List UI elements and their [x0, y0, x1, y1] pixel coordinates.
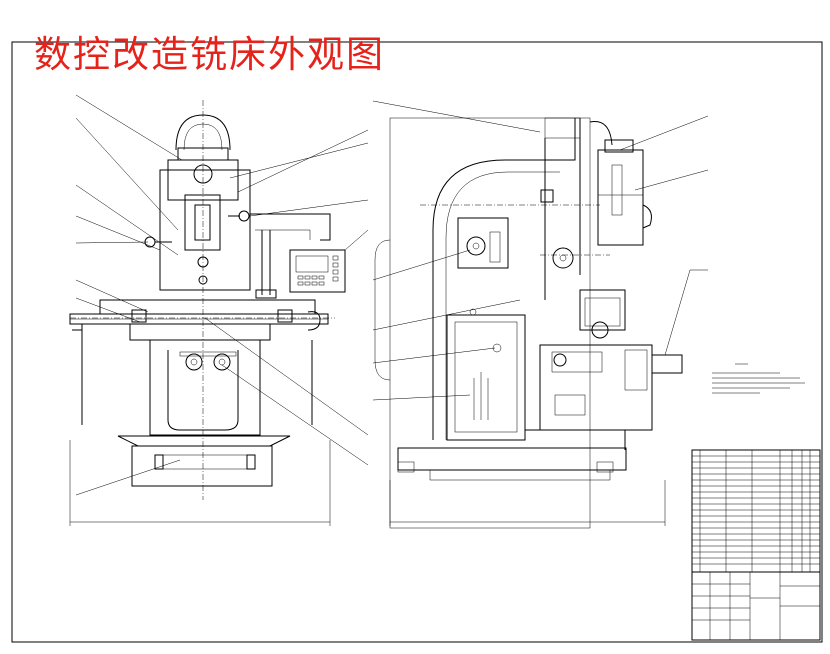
technical-notes [712, 363, 805, 394]
parts-list-table [691, 449, 821, 641]
drawing-title: 数控改造铣床外观图 [34, 33, 385, 76]
sheet-border [11, 41, 823, 643]
cnc-control-panel [289, 249, 346, 293]
front-view [69, 94, 369, 526]
side-view [372, 100, 709, 529]
